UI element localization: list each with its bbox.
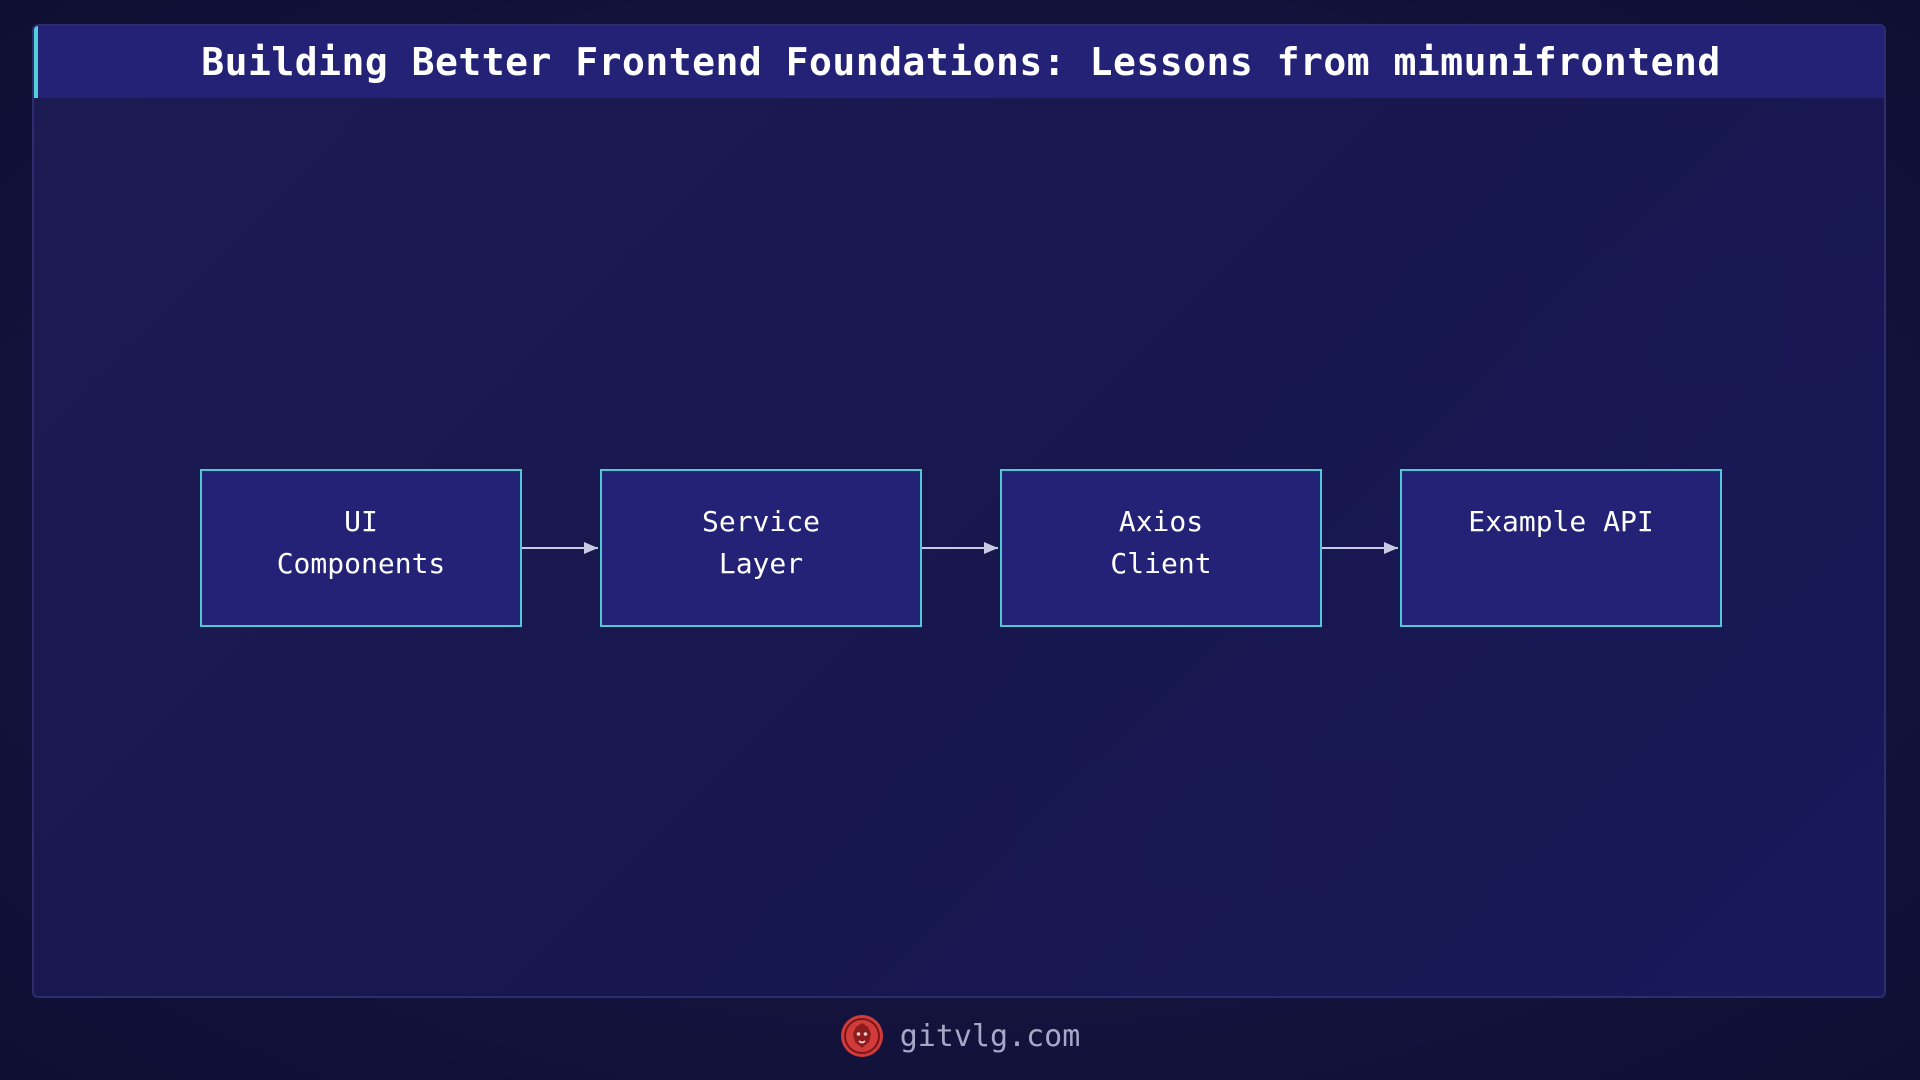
node-axios-client: Axios Client xyxy=(1000,469,1322,627)
footer-site-link[interactable]: gitvlg.com xyxy=(899,1018,1081,1054)
title-bar: Building Better Frontend Foundations: Le… xyxy=(34,26,1884,98)
diagram-arrows xyxy=(522,542,1398,554)
slide-panel: Building Better Frontend Foundations: Le… xyxy=(32,24,1886,998)
footer: gitvlg.com xyxy=(0,1012,1920,1060)
lion-logo-icon[interactable] xyxy=(840,1014,884,1058)
node-service-layer: Service Layer xyxy=(600,469,922,627)
node-example-api: Example API xyxy=(1400,469,1722,627)
flow-diagram: UI Components Service Layer Axios Client… xyxy=(34,26,1884,996)
node-ui-components: UI Components xyxy=(200,469,522,627)
page-title: Building Better Frontend Foundations: Le… xyxy=(201,40,1721,84)
